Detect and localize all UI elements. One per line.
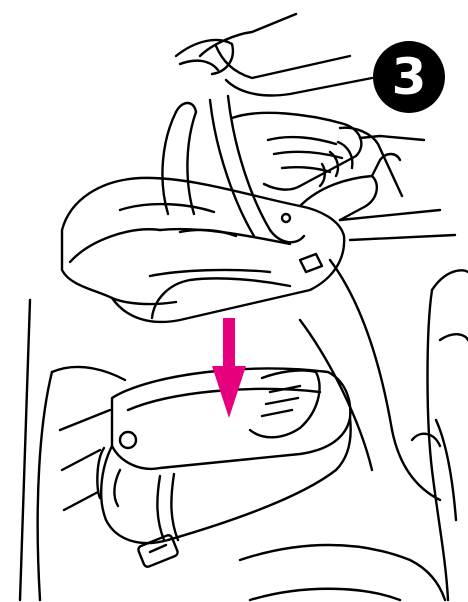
door-panel	[412, 270, 468, 600]
step-number: 3	[392, 52, 427, 102]
step-number-badge: 3	[372, 40, 446, 114]
arrow-down-icon	[212, 318, 246, 418]
vehicle-seat-background	[20, 210, 455, 600]
infant-carrier	[62, 96, 400, 322]
